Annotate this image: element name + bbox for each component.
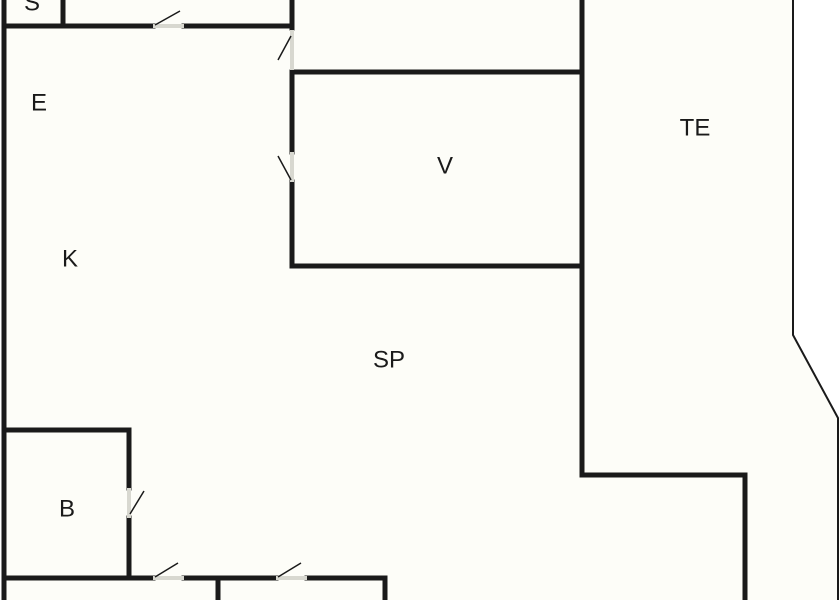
door-top [153, 10, 184, 28]
main-floor-area [6, 0, 745, 600]
floor-fill [6, 0, 840, 600]
room-label-k: K [62, 245, 78, 272]
walls [1, 0, 748, 600]
room-labels: S E K V TE SP B [24, 0, 710, 522]
door-b [127, 488, 145, 518]
room-label-b: B [59, 495, 75, 522]
door-upper-divider [277, 30, 294, 70]
room-label-s: S [24, 0, 40, 16]
terrace-floor-area [582, 0, 840, 600]
room-label-v: V [437, 152, 453, 179]
room-label-e: E [31, 89, 47, 116]
door-v [277, 152, 294, 182]
doors [127, 10, 307, 580]
room-label-sp: SP [373, 346, 405, 373]
room-label-te: TE [680, 114, 711, 141]
door-bottom-right [276, 562, 307, 580]
door-bottom-left [153, 562, 184, 580]
terrace-outline [792, 0, 839, 600]
